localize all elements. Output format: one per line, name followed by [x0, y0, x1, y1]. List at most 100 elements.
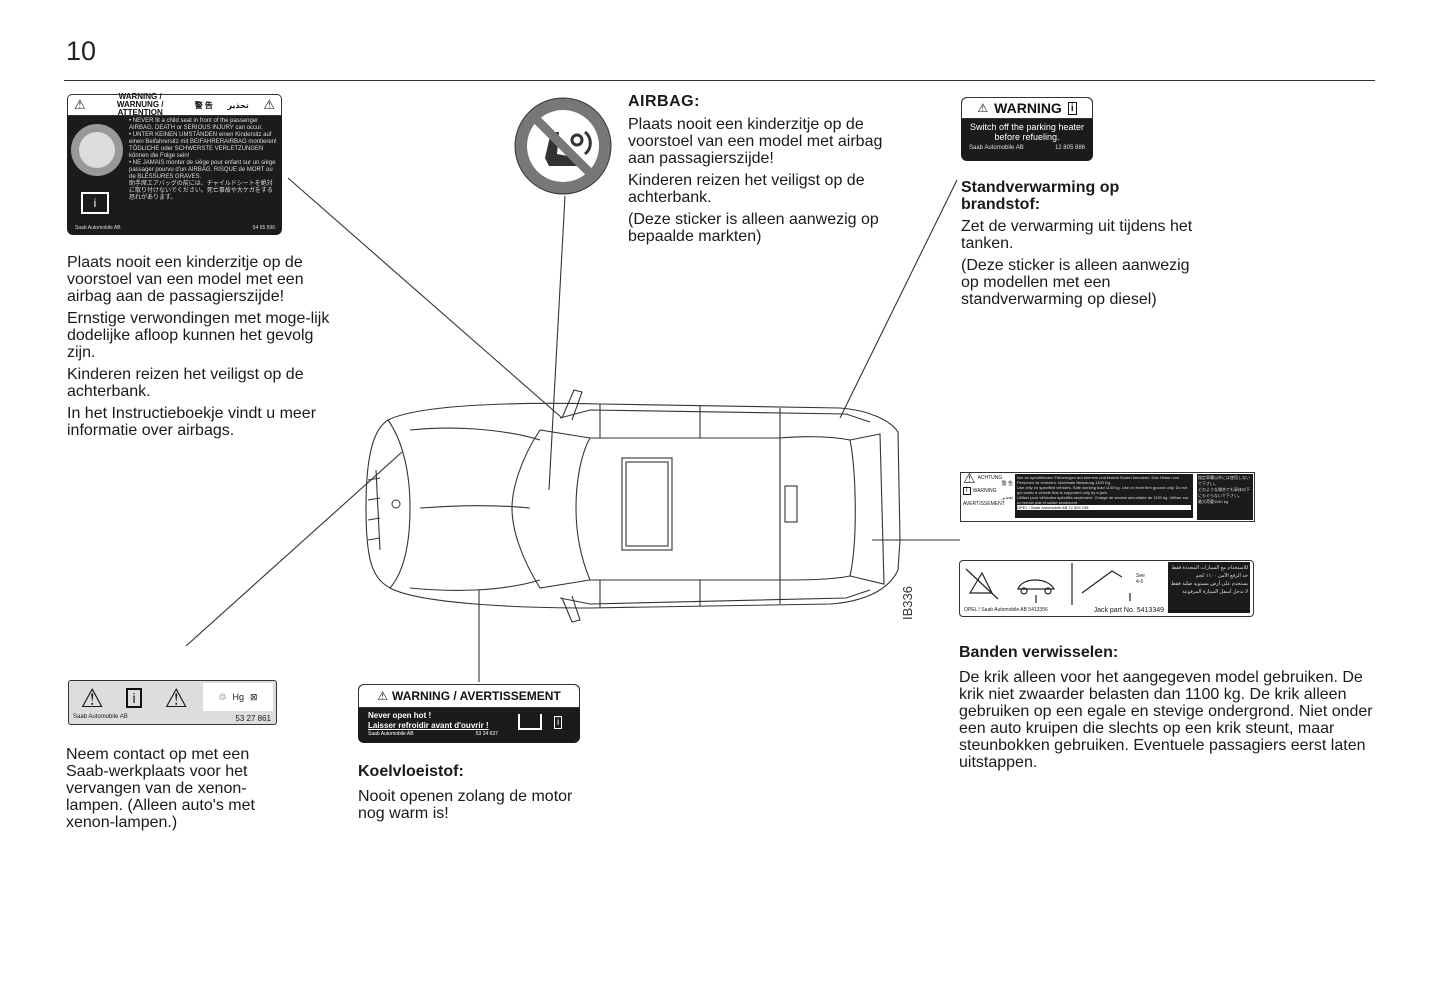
sticker-header-text: WARNING / AVERTISSEMENT [392, 689, 561, 703]
paragraph: Kinderen reizen het veiligst op de achte… [67, 366, 304, 400]
manual-book-icon: i [81, 192, 109, 214]
paragraph: In het Instructieboekje vindt u meer inf… [67, 405, 317, 439]
see-text: See [1136, 573, 1145, 579]
sticker-header: ⚠ WARNING i [961, 97, 1093, 119]
sticker-footer-right: 54 65 596 [252, 225, 275, 231]
sticker-text-panel: Nur an spezifizierten Fahrzeugen auf ebe… [1015, 474, 1193, 518]
leader-line-heater [839, 179, 958, 419]
leader-line-airbag-left [287, 177, 563, 419]
paragraph: De krik alleen voor het aangegeven model… [959, 669, 1373, 771]
airbag-left-description: Plaats nooit een kinderzitje op de voors… [67, 254, 335, 444]
sticker-footer-left: Saab Automobile AB [73, 714, 128, 720]
xenon-warning-sticker: ⚠ i ⚠ ♲ Hg ⊠ Saab Automobile AB 53 27 86… [68, 680, 277, 725]
sticker-header-arabic: تحذير [227, 100, 249, 110]
warning-triangle-icon: ⚠ [80, 682, 104, 713]
sticker-header: ⚠ WARNING / WARNUNG / ATTENTION 警 告 تحذي… [67, 92, 282, 117]
paragraph: Neem contact op met een Saab-werkplaats … [66, 746, 255, 831]
sticker-text-lines: • NEVER fit a child seat in front of the… [129, 118, 277, 202]
sticker-line-ar: للاستخدام مع السيارات المحددة فقط [1171, 565, 1248, 571]
section-heading: Standverwarming op brandstof: [961, 179, 1120, 213]
sticker-header-text: WARNING [994, 100, 1062, 116]
sticker-footer-right: 53 27 861 [235, 714, 271, 723]
sticker-line-en: • NEVER fit a child seat in front of the… [129, 118, 263, 131]
leader-line-xenon [185, 451, 403, 647]
section-heading: Koelvloeistof: [358, 763, 464, 780]
sticker-footer: Saab Automobile AB 12 805 886 [961, 142, 1093, 151]
sticker-line-fr: Laisser refroidir avant d'ouvrir ! [368, 721, 489, 730]
jack-section: Banden verwisselen: De krik alleen voor … [959, 644, 1377, 776]
paragraph: Nooit openen zolang de motor nog warm is… [358, 788, 573, 822]
section-heading: Banden verwisselen: [959, 644, 1119, 661]
sticker-footer: OPEL / Saab Automobile AB 12 804 198 [1017, 505, 1191, 510]
car-on-jack-icon [1017, 579, 1055, 590]
jack-handle-icon [1081, 570, 1123, 594]
jack-pictograms [965, 563, 1131, 605]
word-avertissement: AVERTISSEMENT [963, 501, 1005, 507]
xenon-section: Neem contact op met een Saab-werkplaats … [66, 746, 280, 836]
sticker-line-jp: どのような場合でも車体の下にもぐらないで下さい。 [1198, 487, 1250, 498]
airbag-center-section: AIRBAG: Plaats nooit een kinderzitje op … [628, 93, 896, 250]
paragraph: Plaats nooit een kinderzitje op de voors… [628, 116, 883, 167]
warning-triangle-icon: ⚠ [377, 689, 389, 703]
sticker-footer-left: Saab Automobile AB [75, 225, 121, 231]
sticker-line-ar: لا تدخل أسفل السيارة المرفوعة [1182, 589, 1248, 595]
section-heading: AIRBAG: [628, 93, 700, 110]
sticker-footer: OPEL / Saab Automobile AB 5413356 Jack p… [964, 607, 1164, 614]
word-arabic: تحذير [1001, 495, 1013, 501]
sticker-body: Never open hot ! Laisser refroidir avant… [358, 708, 580, 731]
sticker-header: ⚠ WARNING / AVERTISSEMENT [358, 684, 580, 708]
sticker-footer-left: OPEL / Saab Automobile AB 5413356 [964, 607, 1048, 613]
leader-line-airbag-center [548, 195, 566, 491]
header-rule [64, 80, 1375, 81]
warning-triangle-icon: ⚠ [963, 470, 976, 486]
see-reference: See 4-5 [1136, 573, 1145, 585]
coolant-warning-sticker: ⚠ WARNING / AVERTISSEMENT Never open hot… [358, 684, 580, 743]
manual-book-icon: i [963, 487, 971, 495]
sticker-footer: Saab Automobile AB 53 27 861 [73, 714, 271, 723]
word-achtung: ACHTUNG [977, 475, 1003, 481]
sticker-footer: Saab Automobile AB 54 65 596 [75, 225, 275, 232]
manual-book-icon: i [554, 716, 563, 729]
sticker-footer-right: 53 24 637 [475, 731, 498, 737]
jack-part-number: Jack part No. 5413349 [1093, 607, 1164, 614]
sticker-line-ar: يستخدم على أرض مستوية صلبة فقط [1171, 581, 1248, 587]
sticker-jp-panel: 指定車種以外には使用しないで下さい。 どのような場合でも車体の下にもぐらないで下… [1197, 474, 1253, 520]
coolant-reservoir-icon [518, 714, 542, 730]
paragraph: Zet de verwarming uit tijdens het tanken… [961, 218, 1193, 252]
airbag-warning-sticker: ⚠ WARNING / WARNUNG / ATTENTION 警 告 تحذي… [67, 92, 282, 235]
sticker-line-de: Nur an spezifizierten Fahrzeugen auf ebe… [1017, 475, 1180, 485]
sticker-arabic-panel: للاستخدام مع السيارات المحددة فقط حد الر… [1168, 562, 1250, 613]
manual-book-icon: i [1067, 101, 1077, 115]
heater-warning-sticker: ⚠ WARNING i Switch off the parking heate… [961, 97, 1093, 161]
sticker-line-en: Never open hot ! [368, 711, 432, 720]
paragraph: Ernstige verwondingen met moge-lijk dode… [67, 310, 330, 361]
word-cjk: 警 告 [1001, 481, 1013, 487]
paragraph: (Deze sticker is alleen aanwezig op bepa… [628, 211, 879, 245]
paragraph: Plaats nooit een kinderzitje op de voors… [67, 254, 304, 305]
mercury-symbol: Hg [232, 692, 245, 702]
paragraph: Kinderen reizen het veiligst op de achte… [628, 172, 865, 206]
sticker-message: Switch off the parking heater before ref… [970, 122, 1084, 142]
warning-triangle-icon: ⚠ [74, 97, 86, 112]
figure-code: IB336 [900, 586, 915, 620]
paragraph: (Deze sticker is alleen aanwezig op mode… [961, 257, 1190, 308]
sticker-footer-left: Saab Automobile AB [969, 145, 1024, 151]
no-person-under-car-icon [968, 571, 993, 594]
sticker-header-text: WARNING / WARNUNG / ATTENTION [116, 92, 164, 117]
sticker-icons: ⚠ i ⚠ [69, 681, 199, 715]
heater-section: Standverwarming op brandstof: Zet de ver… [961, 179, 1193, 313]
see-ref: 4-5 [1136, 579, 1144, 585]
sticker-footer-right: 12 805 886 [1054, 145, 1085, 151]
sticker-line-ar: حد الرفع الآمن ١١٠٠ كجم [1195, 573, 1248, 579]
sticker-line-de: • UNTER KEINEN UMSTÄNDEN einen Kindersit… [129, 132, 277, 159]
page-number: 10 [66, 36, 97, 66]
no-child-seat-icon [514, 97, 612, 195]
sticker-line-jp: 指定車種以外には使用しないで下さい。 [1198, 475, 1250, 486]
no-child-seat-icon [71, 124, 123, 176]
warning-triangle-icon: ⚠ [263, 97, 275, 112]
sticker-line-jp: 助手席エアバッグの前には、チャイルドシートを絶対に取り付けないでください。死亡事… [129, 181, 273, 201]
crossed-bin-icon: ⊠ [250, 691, 258, 702]
